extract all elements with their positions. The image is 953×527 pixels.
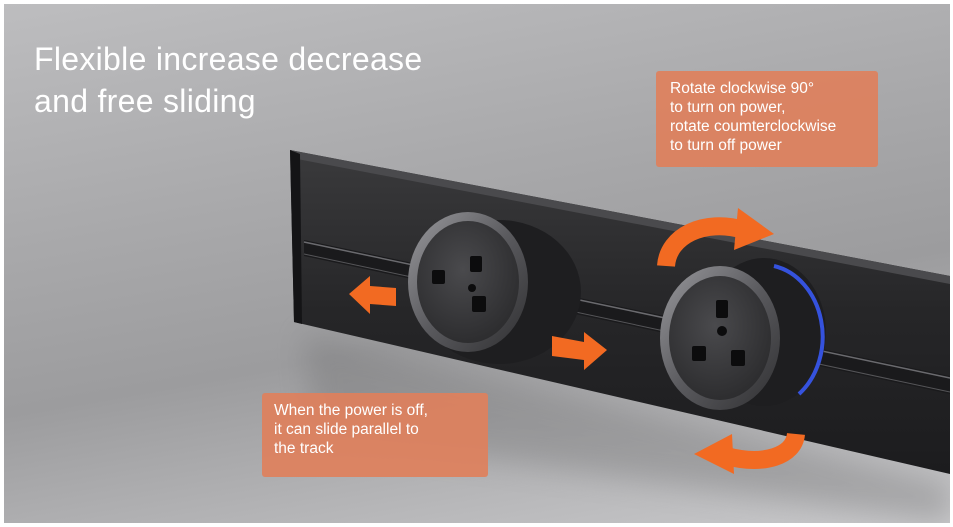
- rotate-instruction-callout: Rotate clockwise 90° to turn on power, r…: [656, 71, 878, 167]
- rotate-line-2: to turn on power,: [670, 99, 786, 116]
- slide-line-3: the track: [274, 440, 334, 457]
- socket-left-face: [417, 221, 519, 343]
- track-top-edge: [290, 150, 950, 284]
- headline-line-2: and free sliding: [34, 83, 256, 119]
- socket-right-holes: [692, 300, 745, 366]
- arrow-left-icon: [349, 276, 396, 314]
- slide-line-2: it can slide parallel to: [274, 421, 419, 438]
- headline-line-1: Flexible increase decrease: [34, 41, 423, 77]
- product-photo: Flexible increase decrease and free slid…: [4, 4, 950, 523]
- arrow-right-icon: [552, 332, 607, 370]
- rotate-line-1: Rotate clockwise 90°: [670, 80, 815, 97]
- track-shadow: [304, 334, 950, 523]
- curved-arrow-clockwise-icon: [657, 217, 747, 268]
- headline: Flexible increase decrease and free slid…: [34, 38, 504, 122]
- socket-right-face: [669, 276, 771, 400]
- slide-instruction-callout: When the power is off, it can slide para…: [262, 393, 488, 477]
- track-end-cap: [290, 150, 302, 324]
- curved-arrow-counterclockwise-icon: [723, 432, 805, 469]
- rotate-line-4: to turn off power: [670, 137, 782, 154]
- rotate-line-3: rotate coumterclockwise: [670, 118, 837, 135]
- power-indicator-ring: [773, 264, 825, 396]
- socket-left-holes: [432, 256, 486, 312]
- track-socket-illustration: [290, 150, 950, 523]
- slide-line-1: When the power is off,: [274, 402, 428, 419]
